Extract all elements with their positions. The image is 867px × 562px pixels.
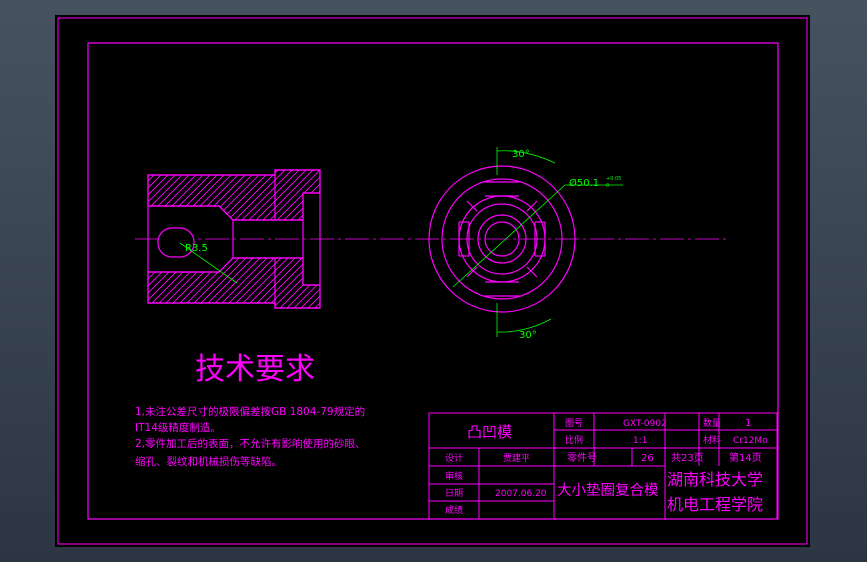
quantity: 1 bbox=[745, 418, 751, 429]
diameter-tolerance-upper: +0.05 bbox=[606, 176, 621, 182]
material: Cr12Mo bbox=[733, 436, 768, 446]
requirements-line-4: 缩孔、裂纹和机械损伤等缺陷。 bbox=[135, 455, 282, 468]
drawing-sheet: R3.5 Ø50.1 +0.05 0 30° 30° 技术要求 bbox=[55, 15, 810, 547]
drawing-no-label: 图号 bbox=[565, 418, 583, 429]
scale: 1:1 bbox=[633, 436, 647, 446]
assembly-name: 大小垫圈复合模 bbox=[557, 481, 659, 499]
drawing-no: GXT-0902 bbox=[623, 419, 667, 429]
top-view bbox=[428, 165, 576, 313]
diameter-dimension: Ø50.1 bbox=[569, 177, 599, 189]
angle-bottom-arc bbox=[496, 318, 552, 333]
title-block bbox=[428, 412, 778, 520]
angle-top-dimension: 30° bbox=[512, 149, 530, 160]
requirements-line-3: 2,零件加工后的表面，不允许有影响使用的砂眼、 bbox=[135, 437, 366, 450]
quantity-label: 数量 bbox=[703, 417, 721, 429]
date-label: 日期 bbox=[445, 488, 463, 499]
cad-drawing: R3.5 Ø50.1 +0.05 0 30° 30° 技术要求 bbox=[57, 17, 808, 545]
diameter-leader bbox=[452, 184, 566, 288]
radius-dimension: R3.5 bbox=[185, 243, 208, 254]
date: 2007.06.20 bbox=[495, 489, 547, 499]
requirements-line-1: 1,未注公差尺寸的极限偏差按GB 1804-79规定的 bbox=[135, 405, 365, 418]
section-view bbox=[147, 169, 321, 309]
school-line-2: 机电工程学院 bbox=[667, 495, 763, 514]
requirements-line-2: IT14级精度制造。 bbox=[135, 421, 221, 434]
total-pages: 共23页 bbox=[671, 452, 704, 464]
school-line-1: 湖南科技大学 bbox=[667, 470, 763, 489]
scale-label: 比例 bbox=[565, 434, 583, 446]
outer-frame bbox=[57, 17, 808, 545]
radius-leader bbox=[179, 242, 238, 284]
angle-bottom-dimension: 30° bbox=[519, 330, 537, 341]
page-number: 第14页 bbox=[729, 451, 762, 464]
angle-top-arc bbox=[496, 150, 556, 164]
designer: 贾建平 bbox=[503, 452, 530, 464]
diameter-tolerance-lower: 0 bbox=[606, 183, 609, 189]
part-no-label: 零件号 bbox=[567, 452, 597, 464]
material-label: 材料 bbox=[703, 434, 721, 446]
part-no: 26 bbox=[641, 453, 654, 464]
requirements-title: 技术要求 bbox=[195, 352, 315, 387]
design-label: 设计 bbox=[445, 452, 463, 464]
review-label: 审核 bbox=[445, 470, 463, 482]
grade-label: 成绩 bbox=[445, 504, 463, 516]
part-name: 凸凹模 bbox=[467, 423, 512, 441]
